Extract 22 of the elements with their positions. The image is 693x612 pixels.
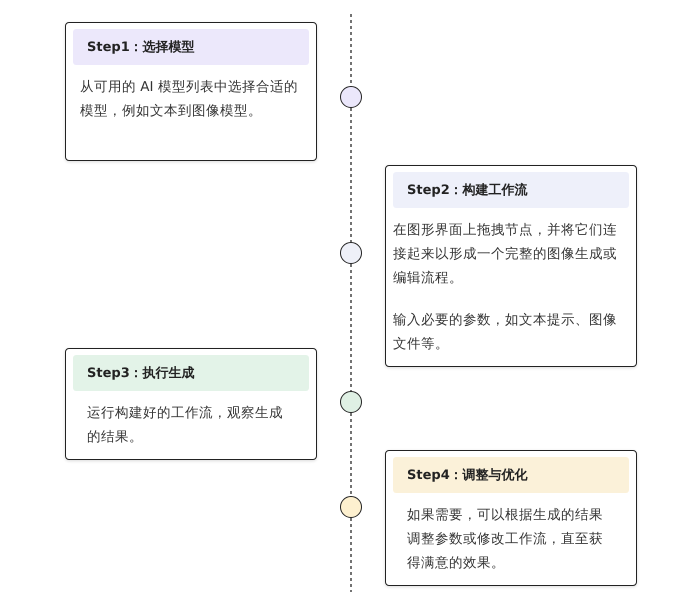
step-heading: Step4：调整与优化 [393, 457, 629, 493]
step-description: 输入必要的参数，如文本提示、图像文件等。 [393, 311, 618, 354]
step-card [65, 348, 317, 460]
dashed-connector [350, 264, 352, 391]
timeline-dot [340, 496, 362, 518]
dashed-connector [350, 413, 352, 496]
step-heading: Step1：选择模型 [73, 29, 309, 65]
dashed-connector [350, 518, 352, 592]
step-description: 运行构建好的工作流，观察生成的结果。 [86, 404, 284, 447]
step-description: 从可用的 AI 模型列表中选择合适的模型，例如文本到图像模型。 [79, 78, 299, 121]
timeline-dot [340, 391, 362, 413]
timeline-dot [340, 86, 362, 108]
step-description: 在图形界面上拖拽节点，并将它们连接起来以形成一个完整的图像生成或编辑流程。 [393, 221, 618, 288]
step-card [65, 22, 317, 161]
step-card [385, 450, 637, 586]
dashed-connector [350, 14, 352, 86]
step-card [385, 165, 637, 367]
step-heading: Step3：执行生成 [73, 355, 309, 391]
timeline-dot [340, 242, 362, 264]
step-heading: Step2：构建工作流 [393, 172, 629, 208]
step-description: 如果需要，可以根据生成的结果调整参数或修改工作流，直至获得满意的效果。 [406, 506, 604, 573]
dashed-connector [350, 108, 352, 242]
